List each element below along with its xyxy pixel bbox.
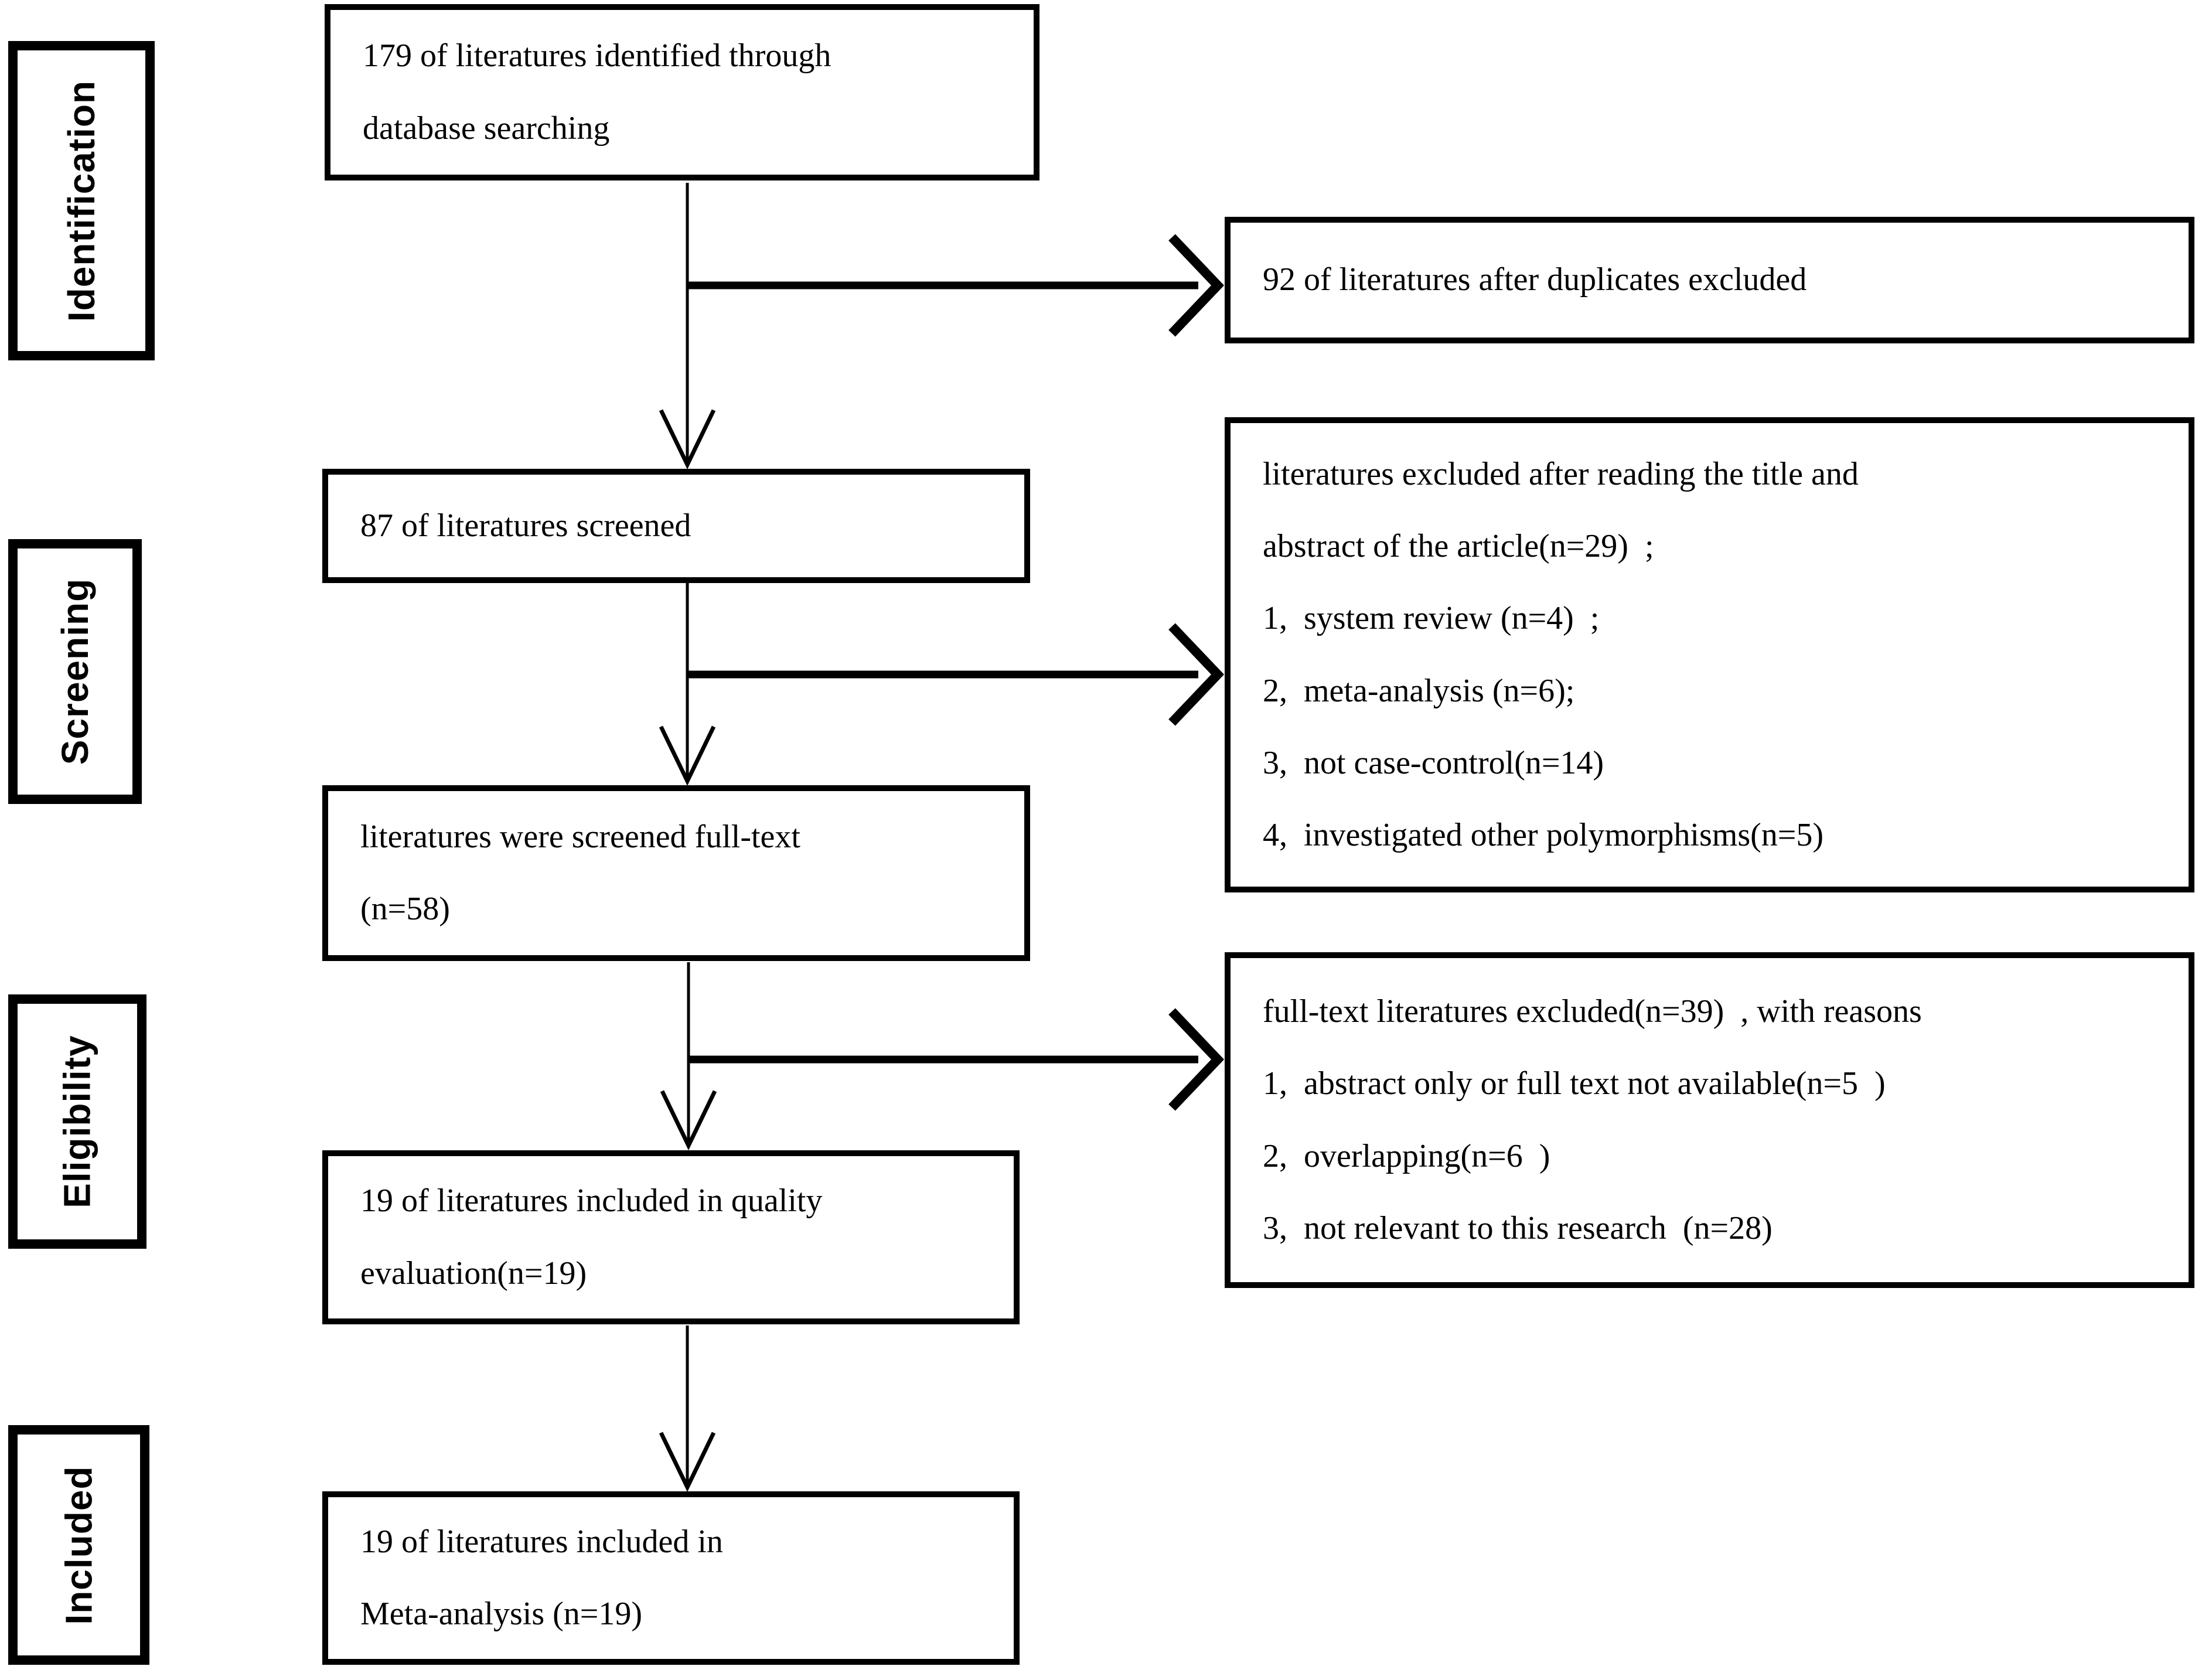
flow-box-identified: 179 of literatures identified through dat… bbox=[325, 4, 1039, 180]
text-line: 1, abstract only or full text not availa… bbox=[1263, 1065, 1886, 1102]
text-line: Meta-analysis (n=19) bbox=[360, 1596, 643, 1632]
text-line: literatures excluded after reading the t… bbox=[1263, 455, 1859, 492]
text-line: evaluation(n=19) bbox=[360, 1255, 587, 1292]
flow-box-quality-evaluation: 19 of literatures included in quality eva… bbox=[322, 1150, 1020, 1324]
flow-box-meta-analysis: 19 of literatures included in Meta-analys… bbox=[322, 1491, 1020, 1665]
text-line: 179 of literatures identified through bbox=[363, 38, 831, 74]
flow-box-fulltext-exclusions: full-text literatures excluded(n=39) , w… bbox=[1225, 952, 2194, 1288]
stage-label-eligibility: Eligibility bbox=[56, 1035, 98, 1208]
arrowhead-down-4 bbox=[659, 1432, 716, 1493]
flow-box-duplicates-excluded: 92 of literatures after duplicates exclu… bbox=[1225, 217, 2194, 343]
text-line: literatures were screened full-text bbox=[360, 818, 800, 855]
text-line: 3, not case-control(n=14) bbox=[1263, 744, 1604, 781]
arrowhead-right-1 bbox=[1168, 234, 1225, 337]
stage-box-included: Included bbox=[8, 1425, 149, 1665]
arrowhead-right-3 bbox=[1168, 1008, 1225, 1111]
flow-box-screened: 87 of literatures screened bbox=[322, 469, 1030, 583]
stage-label-screening: Screening bbox=[54, 578, 96, 765]
text-line: 2, overlapping(n=6 ) bbox=[1263, 1137, 1550, 1174]
text-line: 4, investigated other polymorphisms(n=5) bbox=[1263, 816, 1824, 853]
arrowhead-down-3 bbox=[660, 1090, 717, 1151]
stage-box-screening: Screening bbox=[8, 539, 142, 804]
text-line: 3, not relevant to this research (n=28) bbox=[1263, 1209, 1773, 1246]
stage-box-identification: Identification bbox=[8, 41, 155, 360]
text-line: database searching bbox=[363, 110, 610, 146]
flow-box-fulltext-screened: literatures were screened full-text (n=58… bbox=[322, 785, 1030, 961]
text-line: 1, system review (n=4) ; bbox=[1263, 600, 1600, 637]
stage-label-identification: Identification bbox=[60, 80, 103, 322]
text-line: abstract of the article(n=29) ; bbox=[1263, 528, 1654, 565]
arrowhead-down-1 bbox=[659, 409, 716, 470]
text-line: 87 of literatures screened bbox=[360, 507, 691, 544]
stage-box-eligibility: Eligibility bbox=[8, 994, 146, 1249]
text-line: full-text literatures excluded(n=39) , w… bbox=[1263, 993, 1922, 1030]
arrowhead-right-2 bbox=[1168, 623, 1225, 726]
flow-box-screening-exclusions: literatures excluded after reading the t… bbox=[1225, 417, 2194, 892]
text-line: (n=58) bbox=[360, 891, 450, 927]
text-line: 2, meta-analysis (n=6); bbox=[1263, 672, 1575, 709]
text-line: 92 of literatures after duplicates exclu… bbox=[1263, 261, 1807, 298]
arrowhead-down-2 bbox=[659, 725, 716, 786]
text-line: 19 of literatures included in bbox=[360, 1523, 723, 1560]
stage-label-included: Included bbox=[57, 1465, 100, 1625]
text-line: 19 of literatures included in quality bbox=[360, 1183, 823, 1219]
